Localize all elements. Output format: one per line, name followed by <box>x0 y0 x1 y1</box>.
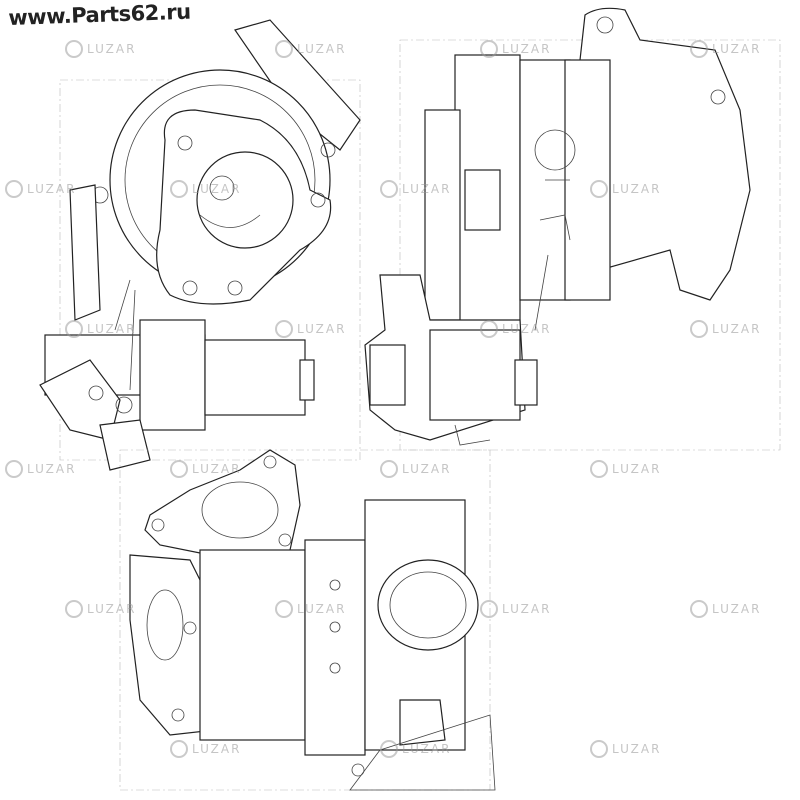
turbo-view-bottom <box>119 449 496 791</box>
turbo-view-side <box>364 7 781 451</box>
turbo-view-front <box>39 19 361 471</box>
